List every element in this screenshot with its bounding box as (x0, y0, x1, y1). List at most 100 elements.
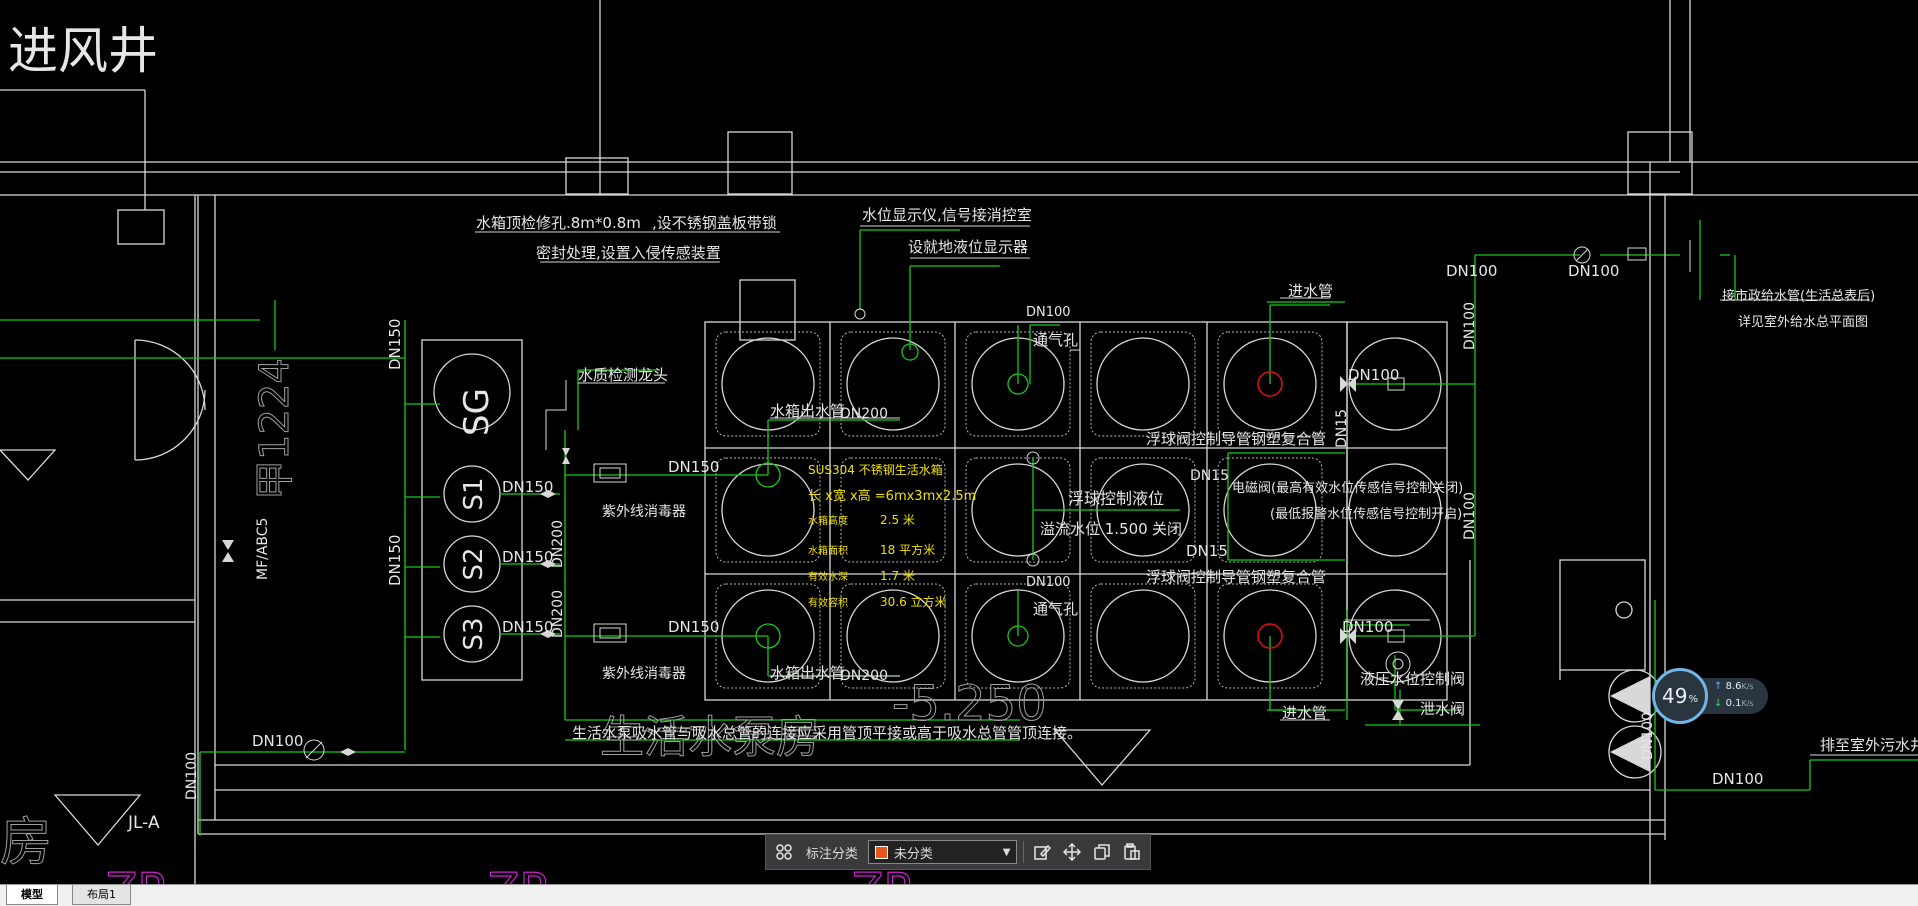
annotation-toolbar: 标注分类 未分类 ▼ (765, 834, 1151, 870)
usage-ring: 49% (1652, 668, 1708, 724)
room-left-label: 房 (0, 813, 52, 873)
pipe-size-label: DN150 (502, 548, 553, 566)
paste-icon[interactable] (1120, 840, 1144, 864)
pipe-size-label: DN15 (1190, 468, 1229, 484)
float-control-label: 浮球控制液位 (1068, 489, 1164, 508)
pipe-size-label: DN100 (252, 732, 303, 750)
pipe-size-label: DN200 (840, 668, 888, 684)
pipe-size-label: DN15 (1186, 542, 1228, 560)
pipe-size-label: DN200 (840, 406, 888, 422)
close-label: 关闭 (1152, 520, 1182, 538)
pipe-size-label: DN100 (1348, 366, 1399, 384)
tank-volume-label: 有效容积 (808, 596, 848, 609)
municipal-note-2: 详见室外给水总平面图 (1738, 314, 1868, 330)
upload-rate: 8.6 (1725, 681, 1742, 692)
float-valve-pipe-2: 浮球阀控制导管钢塑复合管 (1146, 568, 1326, 586)
tank-height-value: 2.5 米 (880, 513, 915, 527)
bottom-note: 生活水泵吸水管与吸水总管的连接应采用管顶平接或高于吸水总管管顶连接。 (572, 724, 1082, 742)
pipe-size-label: DN100 (1026, 305, 1071, 320)
move-icon[interactable] (1060, 840, 1084, 864)
cad-drawing-canvas[interactable]: 进风井 生活水泵房 -5.250 房 MF/ABC5 甲1224 水箱顶检修孔.… (0, 0, 1918, 884)
layout-tab-bar: 模型 布局1 (0, 884, 1918, 906)
level-note-2: 设就地液位显示器 (908, 238, 1028, 256)
hatch-note-2: ,设不锈钢盖板带锁 (652, 214, 777, 232)
zp-label: ZP (106, 863, 165, 884)
outdoor-sewer-label: 排至室外污水井 (1820, 736, 1918, 754)
pipe-size-label: DN100 (1462, 302, 1478, 350)
tank-material: SUS304 不锈钢生活水箱 (808, 462, 943, 477)
jl-label: JL-A (127, 813, 160, 833)
pipe-size-label: DN15 (1334, 409, 1350, 448)
zp-label: ZP (488, 863, 547, 884)
pipe-size-label: DN150 (386, 535, 404, 586)
pipe-size-label: DN150 (502, 478, 553, 496)
uv-top-label: 紫外线消毒器 (602, 504, 686, 520)
rate-unit: K/s (1741, 682, 1754, 691)
uv-bottom-label: 紫外线消毒器 (602, 666, 686, 682)
speed-rates: ↑ 8.6K/s ↓ 0.1K/s (1702, 678, 1768, 714)
tank-dimensions: 长 x宽 x高 =6mx3mx2.5m (808, 488, 976, 504)
tank-depth-label: 有效水深 (808, 570, 848, 583)
usage-percent-unit: % (1688, 693, 1698, 705)
category-color-swatch (874, 845, 888, 859)
pipe-size-label: DN100 (1446, 262, 1497, 280)
pipe-size-label: DN200 (550, 590, 566, 638)
pump-s1-label: S1 (459, 477, 489, 510)
pipe-size-label: DN100 (1640, 712, 1656, 760)
upload-arrow-icon: ↑ (1714, 681, 1723, 692)
usage-percent: 49 (1662, 684, 1688, 708)
pipe-size-label: DN100 (1712, 770, 1763, 788)
download-rate: 0.1 (1725, 698, 1742, 709)
category-value: 未分类 (893, 846, 933, 862)
pipe-size-label: DN100 (1568, 262, 1619, 280)
tank-volume-value: 30.6 立方米 (880, 594, 947, 609)
quality-probe-label: 水质检测龙头 (578, 366, 668, 384)
tank-depth-value: 1.7 米 (880, 569, 915, 583)
inlet-top-label: 进水管 (1288, 282, 1333, 300)
tank-area-label: 水箱面积 (808, 544, 848, 557)
tab-model[interactable]: 模型 (6, 885, 58, 905)
category-label: 标注分类 (805, 846, 858, 862)
tab-layout1[interactable]: 布局1 (72, 885, 131, 905)
category-select[interactable]: 未分类 ▼ (867, 840, 1018, 864)
air-shaft-label: 进风井 (8, 22, 158, 80)
network-speed-widget[interactable]: ↑ 8.6K/s ↓ 0.1K/s 49% (1652, 668, 1770, 724)
level-note-1: 水位显示仪,信号接消控室 (862, 206, 1032, 224)
tank-height-label: 水箱高度 (808, 514, 848, 527)
pump-sg-label: SG (457, 388, 497, 436)
float-valve-pipe-1: 浮球阀控制导管钢塑复合管 (1146, 430, 1326, 448)
copy-icon[interactable] (1090, 840, 1114, 864)
fire-extinguisher-number: 甲1224 (252, 358, 298, 500)
pipe-size-label: DN200 (550, 520, 566, 568)
pipe-size-label: DN100 (1026, 575, 1071, 590)
overflow-level-label: 溢流水位 1.500 (1040, 520, 1148, 538)
pipe-size-label: DN150 (386, 319, 404, 370)
vent-top-label: 通气孔 (1033, 331, 1078, 349)
solenoid-note-1: 电磁阀(最高有效水位传感信号控制关闭) (1232, 480, 1463, 496)
tank-outlet-top-label: 水箱出水管 (770, 402, 845, 420)
download-arrow-icon: ↓ (1714, 698, 1723, 709)
pipe-size-label: DN150 (668, 458, 719, 476)
solenoid-note-2: (最低报警水位传感信号控制开启) (1270, 506, 1462, 522)
pipe-size-label: DN150 (668, 618, 719, 636)
inlet-bottom-label: 进水管 (1282, 704, 1327, 722)
pump-room-label: 生活水泵房 (600, 712, 820, 763)
pump-s2-label: S2 (459, 547, 489, 580)
grid-icon[interactable] (772, 840, 796, 864)
vent-bottom-label: 通气孔 (1033, 600, 1078, 618)
hatch-note-3: 密封处理,设置入侵传感装置 (536, 244, 721, 262)
toolbar-divider (1023, 841, 1025, 863)
edit-icon[interactable] (1030, 840, 1054, 864)
rate-unit: K/s (1741, 699, 1754, 708)
pipe-size-label: DN150 (502, 618, 553, 636)
elevation-label: -5.250 (892, 676, 1047, 732)
municipal-note-1: 接市政给水管(生活总表后) (1722, 288, 1875, 304)
chevron-down-icon: ▼ (1002, 846, 1011, 858)
hatch-note-1: 水箱顶检修孔.8m*0.8m (476, 214, 641, 232)
pipe-size-label: DN100 (1342, 618, 1393, 636)
drain-valve-label: 泄水阀 (1420, 700, 1465, 718)
pipe-size-label: DN100 (184, 752, 200, 800)
pump-s3-label: S3 (459, 617, 489, 650)
pipe-size-label: DN100 (1462, 492, 1478, 540)
tank-outlet-bottom-label: 水箱出水管 (770, 664, 845, 682)
